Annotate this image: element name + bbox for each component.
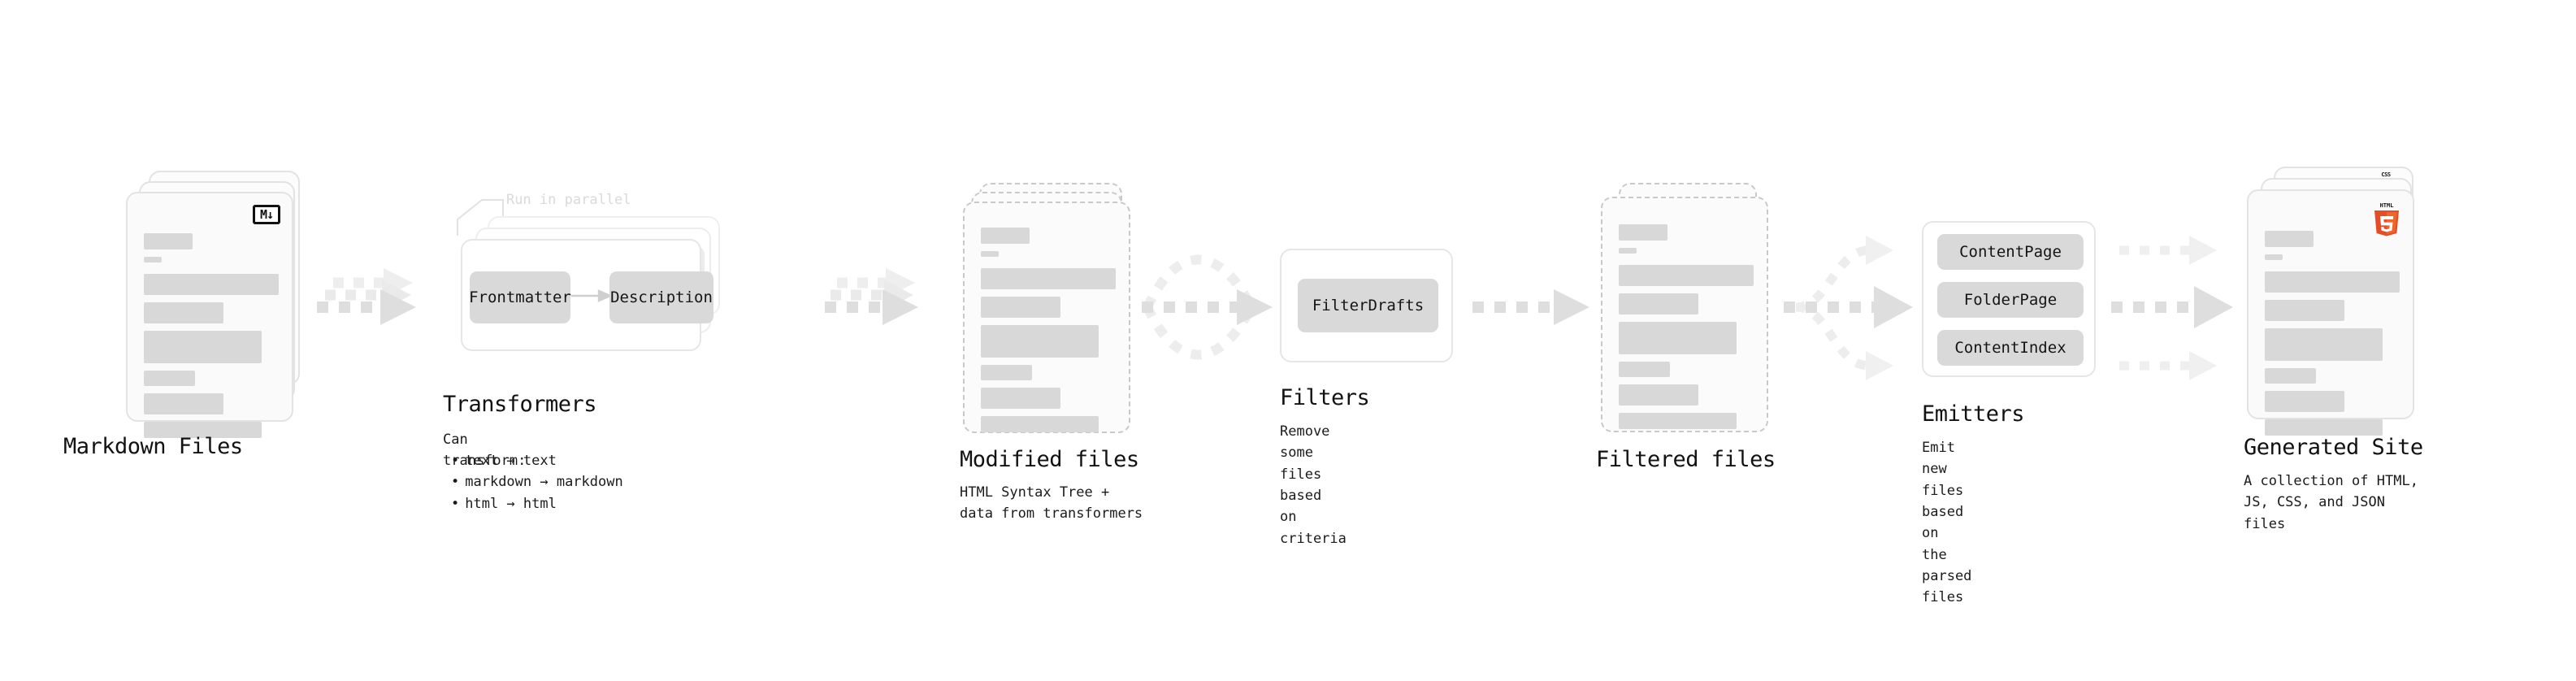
stage-caption-generated: A collection of HTML, JS, CSS, and JSON … xyxy=(2244,473,2418,532)
svg-text:HTML: HTML xyxy=(2380,202,2394,209)
run-in-parallel-label: Run in parallel xyxy=(506,192,631,208)
markdown-card-front[interactable]: M↓ xyxy=(126,192,293,438)
stage-title-filtered: Filtered files xyxy=(1596,447,1776,472)
stage-title-markdown: Markdown Files xyxy=(63,434,243,459)
skeleton-bars xyxy=(1619,224,1754,436)
modified-card-front[interactable] xyxy=(963,202,1130,433)
markdown-badge: M↓ xyxy=(253,205,280,224)
connector-modified-to-filters xyxy=(1142,254,1273,360)
skeleton-bars xyxy=(981,228,1116,440)
stage-title-modified: Modified files xyxy=(960,447,1139,472)
transform-list: text → text markdown → markdown html → h… xyxy=(451,450,623,514)
skeleton-bars xyxy=(2265,231,2400,443)
chip-contentindex[interactable]: ContentIndex xyxy=(1937,330,2084,366)
list-item: markdown → markdown xyxy=(451,471,622,492)
connector-filtered-to-emitters xyxy=(1784,236,1913,380)
stage-caption-modified: HTML Syntax Tree + data from transformer… xyxy=(960,484,1143,523)
connector-md-to-transformers xyxy=(317,268,416,325)
stage-title-emitters: Emitters xyxy=(1922,401,2025,427)
stage-caption-filters: Remove some files based on criteria xyxy=(1280,423,1347,547)
filtered-file-stack xyxy=(1601,183,1788,451)
modified-file-stack xyxy=(963,183,1150,451)
connector-emitters-to-site xyxy=(2111,236,2233,380)
stage-title-filters: Filters xyxy=(1280,385,1370,410)
filtered-card-front[interactable] xyxy=(1601,197,1768,432)
list-item: html → html xyxy=(451,493,623,514)
stage-filtered-files: Filtered files xyxy=(1596,183,1788,472)
connector-filters-to-filtered xyxy=(1472,289,1589,325)
emitters-box[interactable]: ContentPage FolderPage ContentIndex xyxy=(1922,221,2096,377)
chip-description[interactable]: Description xyxy=(609,271,713,323)
filters-box[interactable]: FilterDrafts xyxy=(1280,249,1453,362)
chip-frontmatter[interactable]: Frontmatter xyxy=(469,271,571,323)
stage-title-transformers: Transformers xyxy=(443,392,597,417)
stage-caption-emitters: Emit new files based on the parsed files xyxy=(1922,440,1972,606)
generated-file-stack: HTML xyxy=(2247,167,2434,436)
markdown-file-stack: M↓ M↓ M↓ xyxy=(126,171,313,439)
stage-modified-files: Modified files HTML Syntax Tree + data f… xyxy=(960,183,1150,522)
stage-title-generated: Generated Site xyxy=(2244,435,2423,460)
stage-generated-site: HTML Generated Site xyxy=(2244,167,2434,532)
parallel-bracket xyxy=(457,199,504,236)
stage-markdown-files: M↓ M↓ M↓ Markdown Files xyxy=(63,171,313,459)
chip-contentpage[interactable]: ContentPage xyxy=(1937,234,2084,270)
list-item: text → text xyxy=(451,450,623,471)
chip-filterdrafts[interactable]: FilterDrafts xyxy=(1298,279,1438,332)
site-card-html[interactable]: HTML xyxy=(2247,189,2414,436)
html5-badge: HTML xyxy=(2370,201,2403,236)
skeleton-bars xyxy=(144,233,279,445)
transformer-front-arrow xyxy=(571,289,614,302)
chip-folderpage[interactable]: FolderPage xyxy=(1937,282,2084,318)
connector-transformers-to-modified xyxy=(825,268,918,325)
